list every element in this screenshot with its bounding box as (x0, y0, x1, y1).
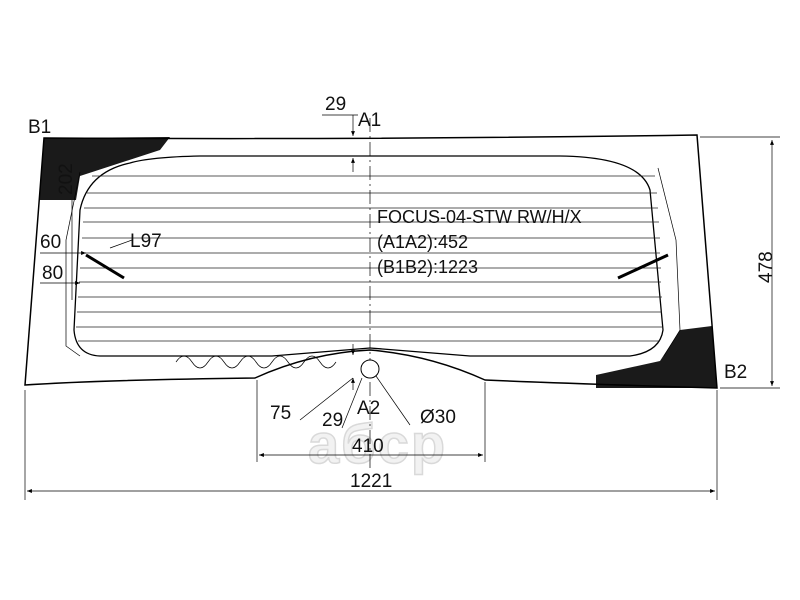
point-label-a1: A1 (358, 110, 381, 131)
dimension-bottom-width: 410 (352, 436, 384, 457)
dimension-left-80: 80 (42, 263, 63, 284)
busbar-right (657, 167, 681, 357)
dimension-left-band: 202 (56, 163, 77, 195)
model-code: FOCUS-04-STW RW/H/X (377, 207, 582, 227)
wiper-left (85, 253, 125, 280)
point-label-b2: B2 (724, 362, 747, 383)
watermark-logo: aбcp (308, 412, 447, 475)
wavy-edge (175, 355, 337, 369)
dimension-length-l: L97 (130, 231, 162, 252)
heater-grid (76, 175, 663, 342)
black-band-bottom-right (596, 326, 717, 388)
busbar-left (65, 171, 81, 357)
dimension-top-offset: 29 (325, 94, 346, 115)
spec-b1b2: (B1B2):1223 (377, 257, 478, 277)
dimension-bottom-75: 75 (270, 403, 291, 424)
glass-outline (24, 134, 718, 389)
dimension-height-total: 478 (756, 251, 777, 283)
spec-a1a2: (A1A2):452 (377, 232, 468, 252)
wiper-right (617, 253, 669, 280)
black-band-top-left (39, 137, 170, 200)
dimension-hole-diameter: Ø30 (420, 407, 456, 428)
point-label-a2: A2 (357, 398, 380, 419)
heated-area-outline (73, 155, 664, 357)
point-label-b1: B1 (28, 117, 51, 138)
dimension-left-60: 60 (40, 232, 61, 253)
dimension-total-width: 1221 (350, 471, 392, 492)
wiper-hole (360, 359, 380, 379)
dimension-bottom-offset: 29 (322, 410, 343, 431)
